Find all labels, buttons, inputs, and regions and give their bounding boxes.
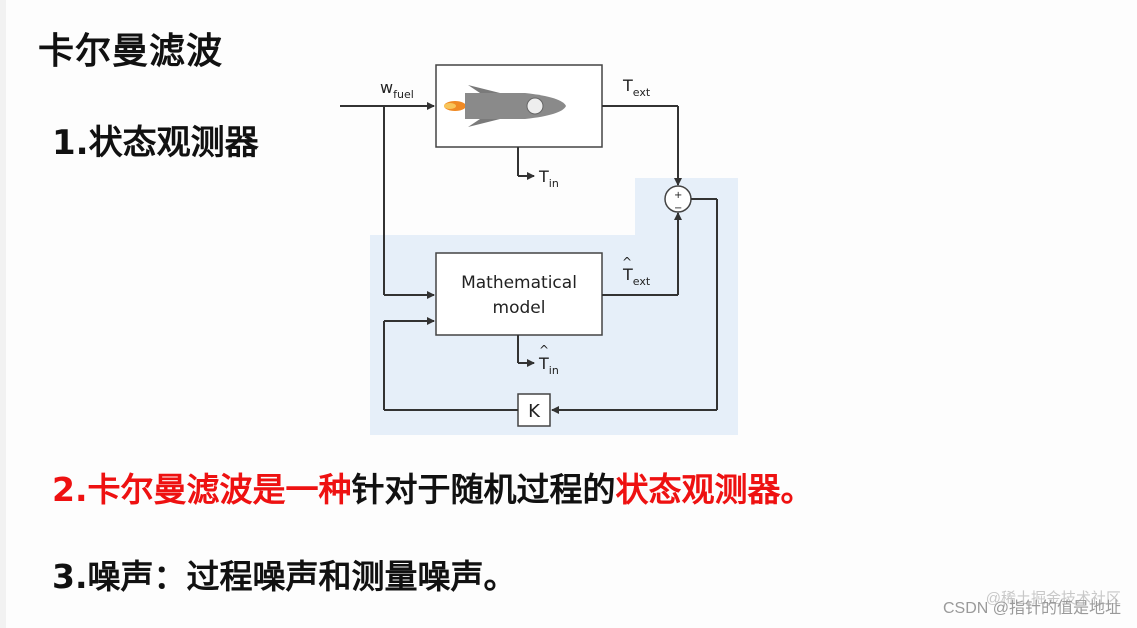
model-block: [435, 252, 603, 336]
sum-minus: −: [674, 203, 682, 214]
point-noise: 3.噪声：过程噪声和测量噪声。: [52, 557, 517, 596]
point2-red-end: 状态观测器。: [615, 470, 814, 509]
output-label: Text: [622, 76, 651, 99]
slide-title: 卡尔曼滤波: [38, 31, 224, 72]
point-state-observer: 1.状态观测器: [52, 123, 259, 163]
est-output-label: Text: [622, 265, 651, 288]
point2-red: 2.卡尔曼滤波是一种: [52, 470, 352, 509]
sum-plus: +: [674, 190, 682, 201]
point2-black: 针对于随机过程的: [351, 470, 616, 509]
gain-label: K: [528, 401, 541, 422]
est-internal-hat: ^: [539, 343, 549, 357]
watermark-csdn: CSDN @指针的值是地址: [942, 600, 1121, 617]
watermark-juejin: @稀土掘金技术社区: [985, 590, 1121, 607]
point-kalman-definition: 2.卡尔曼滤波是一种针对于随机过程的状态观测器。: [52, 463, 814, 511]
model-label-2: model: [493, 298, 546, 318]
rocket-icon: [444, 85, 566, 127]
model-label-1: Mathematical: [461, 273, 577, 293]
est-output-hat: ^: [622, 255, 632, 269]
slide-edge: [0, 0, 6, 628]
internal-label: Tin: [538, 167, 559, 190]
block-diagram-svg: wfuel Text Tin + −: [340, 64, 738, 435]
input-label: wfuel: [380, 78, 414, 101]
est-internal-label: Tin: [538, 354, 559, 377]
kalman-block-diagram: wfuel Text Tin + −: [340, 55, 740, 440]
